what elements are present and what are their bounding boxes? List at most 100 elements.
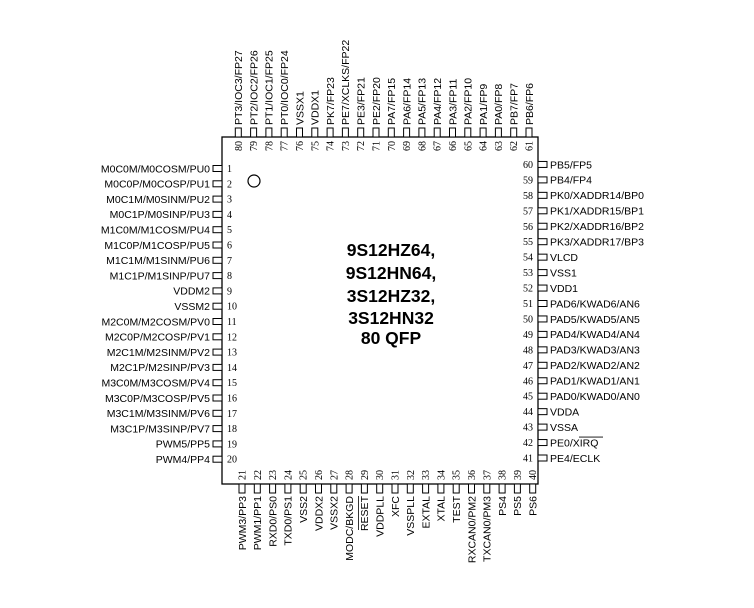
pin-32-number: 32 <box>406 470 417 480</box>
pin-39-label: PS5 <box>512 496 524 516</box>
pin-14-number: 14 <box>227 363 237 374</box>
pin-42-lead <box>537 439 548 447</box>
pin-6-number: 6 <box>227 241 232 252</box>
pin-58-label: PK0/XADDR14/BP0 <box>550 190 644 202</box>
pin-44-number: 44 <box>523 407 533 418</box>
pin-65-lead <box>464 127 472 138</box>
title-line-4: 3S12HN32 <box>348 308 434 328</box>
pin-58-lead <box>537 191 548 199</box>
pin-55-number: 55 <box>523 237 533 248</box>
pin-26-number: 26 <box>314 470 325 480</box>
pin-26-lead <box>315 483 322 494</box>
pin-35-label: TEST <box>451 495 463 522</box>
pin-12-lead <box>212 333 223 341</box>
top-pin-group: 61PB6/FP662PB7/FP763PA0/FP864PA1/FP965PA… <box>233 40 536 151</box>
pin-23-label: RXD0/PS0 <box>267 496 279 547</box>
pin-61-number: 61 <box>525 141 536 151</box>
pin-41-label: PE4/ECLK <box>550 453 600 465</box>
pin-3-number: 3 <box>227 195 232 206</box>
pin-50-lead <box>537 315 548 323</box>
pin-71-number: 71 <box>372 141 383 151</box>
pin-34-number: 34 <box>436 470 447 480</box>
pin-49-label: PAD4/KWAD4/AN4 <box>550 329 640 341</box>
pin-25-label: VSS2 <box>298 496 310 523</box>
pin-54-number: 54 <box>523 253 533 264</box>
pin-28-lead <box>345 483 353 494</box>
pin-80-lead <box>234 127 242 138</box>
pin-39-number: 39 <box>513 470 524 480</box>
pin-66-number: 66 <box>448 141 459 151</box>
pin-72-number: 72 <box>356 141 367 151</box>
pin-24-lead <box>284 483 292 494</box>
pin-16-label: M3C0P/M3COSP/PV5 <box>105 393 210 405</box>
title-line-3: 3S12HZ32, <box>347 286 436 306</box>
pin-6-lead <box>212 241 223 249</box>
pin-30-label: VDDPLL <box>375 496 387 537</box>
pin-24-label: TXD0/PS1 <box>283 496 295 546</box>
chip-title: 9S12HZ64, 9S12HN64, 3S12HZ32, 3S12HN32 8… <box>346 240 436 348</box>
pin-62-lead <box>510 127 518 138</box>
pin-37-label: TXCAN0/PM3 <box>482 496 494 562</box>
pin-31-number: 31 <box>391 470 402 480</box>
pin-40-lead <box>529 483 537 494</box>
pin-16-number: 16 <box>227 394 237 405</box>
pin-46-label: PAD1/KWAD1/AN1 <box>550 376 640 388</box>
pin-76-lead <box>296 127 303 138</box>
pin-5-number: 5 <box>227 225 232 236</box>
pin-36-label: RXCAN0/PM2 <box>466 496 478 563</box>
pin-4-lead <box>212 210 223 218</box>
bottom-pin-group: 21PWM3/PP322PWM1/PP123RXD0/PS024TXD0/PS1… <box>237 470 540 563</box>
pin-9-label: VDDM2 <box>173 286 210 298</box>
pin-61-lead <box>525 127 533 138</box>
pin-43-lead <box>537 423 548 431</box>
pin-55-label: PK3/XADDR17/BP3 <box>550 237 644 249</box>
pin-9-number: 9 <box>227 286 232 297</box>
pin-23-number: 23 <box>268 470 279 480</box>
pin-68-lead <box>418 127 426 138</box>
pin-22-lead <box>253 483 261 494</box>
pin-63-label: PA0/FP8 <box>493 84 505 125</box>
pin-28-label: MODC/BKGD <box>344 496 356 561</box>
pin-42-number: 42 <box>523 438 533 449</box>
pin-38-lead <box>498 483 506 494</box>
pin-11-lead <box>212 318 223 325</box>
pin-50-number: 50 <box>523 314 533 325</box>
pin-5-label: M1C0M/M1COSM/PU4 <box>101 225 210 237</box>
pin-31-lead <box>391 483 399 494</box>
pin-17-number: 17 <box>227 409 237 420</box>
pin-59-label: PB4/FP4 <box>550 175 592 187</box>
pin-33-number: 33 <box>421 470 432 480</box>
pin-56-label: PK2/XADDR16/BP2 <box>550 221 644 233</box>
pin-59-number: 59 <box>523 175 533 186</box>
pin-77-number: 77 <box>280 141 291 151</box>
pin-20-label: PWM4/PP4 <box>156 454 210 466</box>
pin-76-number: 76 <box>295 141 306 151</box>
pin-8-label: M1C1P/M1SINP/PU7 <box>110 270 211 282</box>
pin-19-lead <box>212 440 223 448</box>
pin-32-lead <box>406 483 414 494</box>
pin-48-number: 48 <box>523 345 533 356</box>
pin-78-number: 78 <box>264 141 275 151</box>
pin-40-label: PS6 <box>528 496 540 516</box>
pin-48-label: PAD3/KWAD3/AN3 <box>550 345 640 357</box>
pin-80-number: 80 <box>234 141 245 151</box>
pin-70-lead <box>387 127 395 138</box>
left-pin-group: 1M0C0M/M0COSM/PU02M0C0P/M0COSP/PU13M0C1M… <box>101 163 237 466</box>
pin-21-lead <box>238 483 246 494</box>
pin-42-label: PE0/XIRQ <box>550 437 598 449</box>
pin-13-label: M2C1M/M2SINM/PV2 <box>107 347 210 359</box>
pin-56-lead <box>537 222 548 230</box>
pin-77-lead <box>280 127 288 138</box>
pin-79-lead <box>250 127 258 138</box>
pin-69-number: 69 <box>402 141 413 151</box>
pin-54-label: VLCD <box>550 252 578 264</box>
pin-14-lead <box>212 363 223 371</box>
pin-34-label: XTAL <box>436 496 448 522</box>
pin-62-label: PB7/FP7 <box>509 83 521 125</box>
pin-10-lead <box>212 302 223 310</box>
pin-47-number: 47 <box>523 361 533 372</box>
pin-51-lead <box>537 300 548 307</box>
pin-75-number: 75 <box>310 141 321 151</box>
title-line-2: 9S12HN64, <box>346 263 436 283</box>
pin-25-lead <box>299 483 307 494</box>
